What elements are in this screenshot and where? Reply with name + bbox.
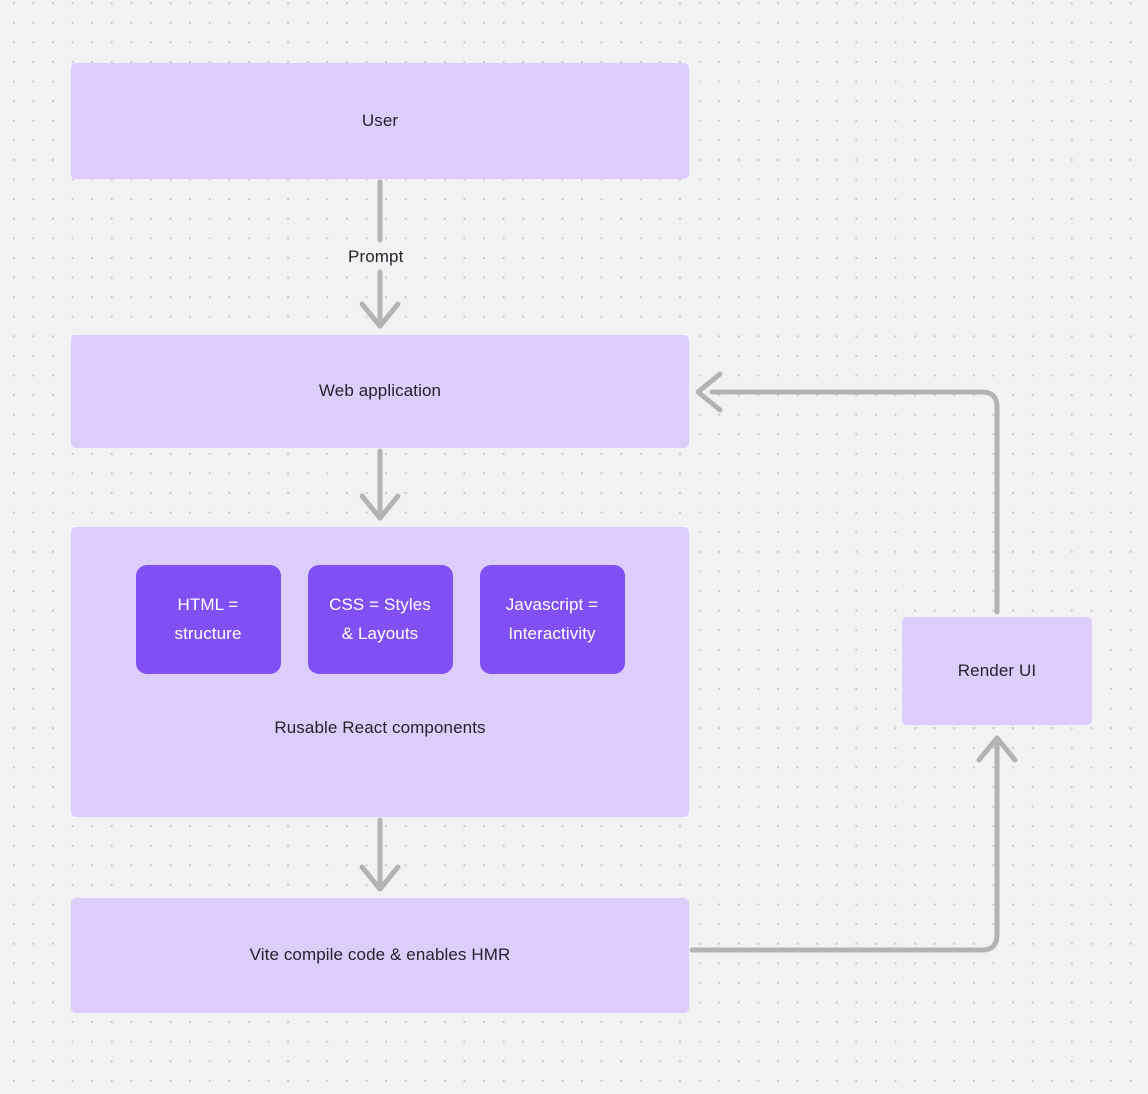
arrowhead-webapp-to-react	[359, 493, 401, 521]
arrowhead-vite-to-render	[976, 735, 1018, 763]
node-user[interactable]: User	[71, 63, 689, 179]
node-render-ui[interactable]: Render UI	[902, 617, 1092, 725]
arrowhead-react-to-vite	[359, 864, 401, 892]
arrowhead-user-to-webapp	[359, 301, 401, 329]
chip-css[interactable]: CSS = Styles & Layouts	[307, 565, 453, 674]
chip-javascript-label: Javascript = Interactivity	[505, 594, 599, 643]
chip-row: HTML = structure CSS = Styles & Layouts …	[71, 565, 689, 674]
arrowhead-render-to-webapp	[695, 371, 723, 413]
node-render-ui-label: Render UI	[957, 660, 1037, 680]
edge-render-to-webapp	[709, 389, 1000, 615]
edge-label-prompt: Prompt	[341, 245, 411, 269]
chip-css-label: CSS = Styles & Layouts	[329, 594, 431, 643]
node-vite-label: Vite compile code & enables HMR	[249, 945, 511, 965]
node-vite[interactable]: Vite compile code & enables HMR	[71, 898, 689, 1013]
chip-html-label: HTML = structure	[174, 594, 242, 643]
node-user-label: User	[361, 110, 399, 130]
edge-vite-to-render	[689, 735, 1000, 953]
node-react-components-label: Rusable React components	[274, 718, 486, 737]
chip-html[interactable]: HTML = structure	[135, 565, 281, 674]
node-web-application-label: Web application	[318, 381, 442, 401]
node-web-application[interactable]: Web application	[71, 335, 689, 448]
node-react-components[interactable]: HTML = structure CSS = Styles & Layouts …	[71, 527, 689, 817]
chip-javascript[interactable]: Javascript = Interactivity	[479, 565, 625, 674]
